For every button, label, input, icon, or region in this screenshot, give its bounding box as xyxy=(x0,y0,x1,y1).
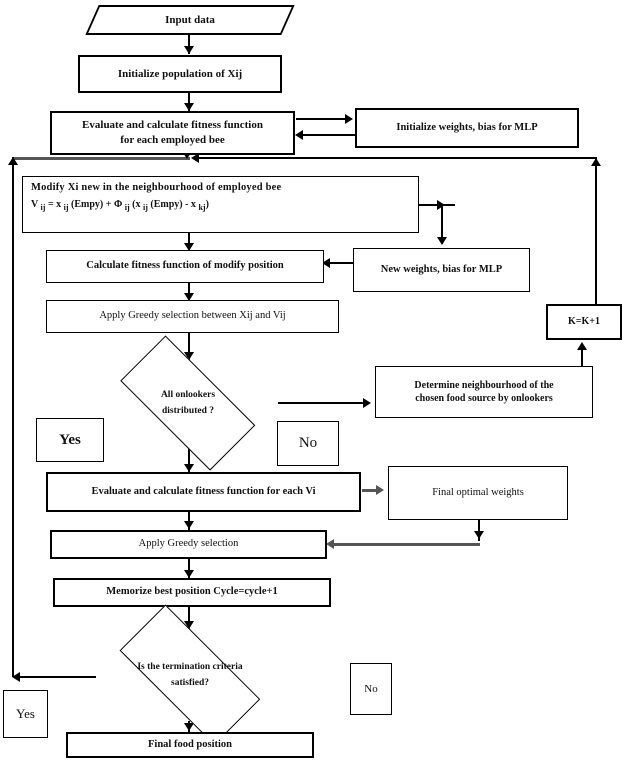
node-evaluate-employed-bee-line1: Evaluate and calculate fitness function xyxy=(82,119,263,132)
node-k-increment[interactable]: K=K+1 xyxy=(546,304,622,340)
arrowhead-decision-yes-down xyxy=(184,464,194,472)
node-determine-neighbourhood-line1: Determine neighbourhood of the xyxy=(414,379,554,391)
arrowhead-finalweights-down xyxy=(474,531,484,539)
node-determine-neighbourhood[interactable]: Determine neighbourhood of the chosen fo… xyxy=(375,366,593,418)
arrowhead-evaluatevi-to-finalweights xyxy=(376,485,384,495)
edge-evaluatevi-to-finalweights xyxy=(362,489,380,492)
node-final-food-position[interactable]: Final food position xyxy=(66,732,314,758)
node-calculate-modify-fitness-label: Calculate fitness function of modify pos… xyxy=(86,260,284,272)
edge-calculate-to-greedy xyxy=(188,283,190,300)
arrowhead-input-to-init xyxy=(184,46,194,54)
edge-init-to-evaluate xyxy=(188,93,190,111)
arrowhead-evaluate-to-weights xyxy=(345,114,353,124)
node-determine-neighbourhood-line2: chosen food source by onlookers xyxy=(415,393,553,404)
arrowhead-newweights-to-calculate xyxy=(322,258,330,268)
edge-newweights-to-calculate xyxy=(330,262,354,264)
edge-left-return-vertical xyxy=(12,157,14,677)
arrowhead-right-return-top xyxy=(591,158,601,166)
arrowhead-modify-to-newweights xyxy=(437,200,445,210)
loop-bar-left-segment xyxy=(12,157,190,160)
node-new-weights-label: New weights, bias for MLP xyxy=(380,263,503,275)
node-evaluate-employed-bee-line2: for each employed bee xyxy=(120,134,225,146)
arrowhead-modify-to-calculate xyxy=(184,243,194,251)
label-yes-termination: Yes xyxy=(3,690,48,738)
decision-all-onlookers-label: All onlookers distributed ? xyxy=(98,358,278,448)
arrowhead-decision-no-to-determine xyxy=(363,398,371,408)
node-initialize-weights[interactable]: Initialize weights, bias for MLP xyxy=(355,108,579,148)
label-yes-onlookers: Yes xyxy=(36,418,104,462)
arrowhead-greedy-to-memorize xyxy=(184,570,194,578)
arrowhead-loop-into-modify-a xyxy=(182,151,192,159)
node-evaluate-employed-bee[interactable]: Evaluate and calculate fitness function … xyxy=(50,111,295,155)
edge-greedy-to-decision xyxy=(188,333,190,360)
arrowhead-init-to-evaluate xyxy=(184,103,194,111)
edge-modify-to-calculate xyxy=(188,233,190,250)
edge-right-return-vertical xyxy=(595,157,597,304)
formula-text: V ij = x ij (Empy) + Φ ij (x ij (Empy) -… xyxy=(31,199,209,212)
arrowhead-finalweights-to-greedy xyxy=(326,539,334,549)
decision-onlookers-line1: All onlookers xyxy=(160,389,216,400)
label-no-onlookers: No xyxy=(277,421,339,466)
node-initialize-weights-label: Initialize weights, bias for MLP xyxy=(396,121,538,133)
edge-finalweights-down xyxy=(478,520,480,541)
label-yes-onlookers-text: Yes xyxy=(59,431,81,448)
node-initialize-population-label: Initialize population of Xij xyxy=(117,67,243,80)
decision-onlookers-line2: distributed ? xyxy=(162,406,214,416)
arrowhead-termination-no-left xyxy=(12,672,20,682)
node-final-optimal-weights-label: Final optimal weights xyxy=(432,486,524,498)
edge-evaluate-to-weights xyxy=(296,118,346,120)
decision-termination-label: Is the termination criteria satisfied? xyxy=(95,629,285,721)
node-greedy-xij-vij[interactable]: Apply Greedy selection between Xij and V… xyxy=(46,300,339,333)
node-greedy-xij-vij-label: Apply Greedy selection between Xij and V… xyxy=(99,310,286,322)
arrowhead-loop-into-modify-b xyxy=(191,153,199,163)
loop-bar-right-segment xyxy=(196,157,596,159)
node-new-weights[interactable]: New weights, bias for MLP xyxy=(353,248,530,292)
edge-termination-no-left xyxy=(16,676,96,678)
edge-modify-to-newweights-v xyxy=(441,204,443,244)
node-initialize-population[interactable]: Initialize population of Xij xyxy=(78,55,282,93)
edge-greedy-to-memorize xyxy=(188,559,190,578)
decision-all-onlookers[interactable]: All onlookers distributed ? xyxy=(98,335,278,471)
node-modify-xi-formula: V ij = x ij (Empy) + Φ ij (x ij (Empy) -… xyxy=(31,199,410,212)
label-no-termination-text: No xyxy=(364,682,378,695)
arrowhead-weights-to-evaluate xyxy=(295,130,303,140)
label-no-termination: No xyxy=(350,663,392,715)
edge-determine-to-k xyxy=(581,344,583,366)
node-final-optimal-weights[interactable]: Final optimal weights xyxy=(388,466,568,520)
edge-memorize-to-termination xyxy=(188,607,190,630)
edge-finalweights-to-greedy xyxy=(332,543,480,546)
edge-decision-yes-down xyxy=(188,448,190,472)
arrowhead-determine-to-k xyxy=(577,342,587,350)
arrowhead-into-newweights xyxy=(437,237,447,245)
node-modify-xi-line1-text: Modify Xi new in the neighbourhood of em… xyxy=(31,182,282,193)
arrowhead-greedy-to-decision xyxy=(184,352,194,360)
edge-decision-no-to-determine xyxy=(278,402,368,404)
node-apply-greedy-selection-label: Apply Greedy selection xyxy=(138,538,239,550)
node-memorize-best-position[interactable]: Memorize best position Cycle=cycle+1 xyxy=(53,578,331,607)
node-input-data[interactable]: Input data xyxy=(85,5,295,35)
arrowhead-memorize-to-termination xyxy=(184,621,194,629)
node-modify-xi-line1: Modify Xi new in the neighbourhood of em… xyxy=(31,182,410,193)
node-evaluate-vi-label: Evaluate and calculate fitness function … xyxy=(91,485,316,497)
node-apply-greedy-selection[interactable]: Apply Greedy selection xyxy=(50,530,327,559)
decision-termination-line1: Is the termination criteria xyxy=(137,661,243,672)
edge-input-to-init xyxy=(188,35,190,54)
node-evaluate-vi[interactable]: Evaluate and calculate fitness function … xyxy=(46,472,361,512)
node-memorize-best-position-label: Memorize best position Cycle=cycle+1 xyxy=(106,586,278,598)
node-final-food-position-label: Final food position xyxy=(147,738,233,750)
arrowhead-calculate-to-greedy xyxy=(184,293,194,301)
node-calculate-modify-fitness[interactable]: Calculate fitness function of modify pos… xyxy=(46,250,324,283)
label-yes-termination-text: Yes xyxy=(16,706,35,722)
node-modify-xi[interactable]: Modify Xi new in the neighbourhood of em… xyxy=(22,176,419,233)
decision-termination[interactable]: Is the termination criteria satisfied? xyxy=(95,604,285,746)
arrowhead-evaluatevi-to-greedy xyxy=(184,521,194,529)
arrowhead-termination-to-final xyxy=(184,723,194,731)
label-no-onlookers-text: No xyxy=(298,435,318,452)
edge-weights-to-evaluate xyxy=(303,134,356,136)
decision-termination-line2: satisfied? xyxy=(171,678,209,688)
node-input-data-label: Input data xyxy=(165,14,215,26)
arrowhead-left-return-top xyxy=(8,157,18,165)
node-k-increment-label: K=K+1 xyxy=(568,316,600,328)
